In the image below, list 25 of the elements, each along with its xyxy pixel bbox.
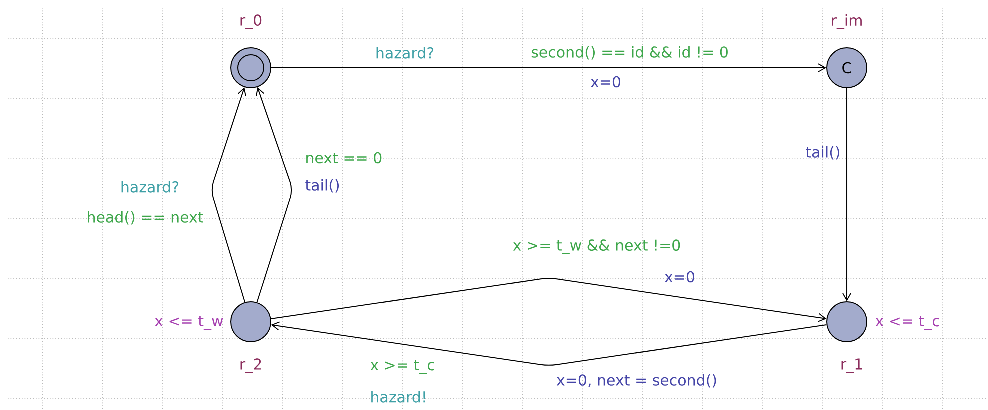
update-text: tail(): [306, 179, 340, 193]
sync-text: hazard?: [376, 47, 434, 59]
sync-text: hazard!: [372, 391, 426, 403]
update-text: x=0, next = second(): [556, 374, 716, 388]
edge-label: x >= t_c: [370, 360, 434, 374]
location-name: r_im: [832, 14, 862, 30]
arrow: [212, 87, 246, 303]
arrow: [842, 88, 852, 302]
location-name: r_0: [240, 14, 262, 30]
update-text: x=0: [590, 76, 620, 88]
invariant-label: x <= t_w: [155, 316, 224, 330]
invariant-label: x <= t_c: [876, 316, 940, 330]
arrow: [271, 64, 826, 72]
edge-label: next == 0: [306, 152, 382, 164]
sync-text: hazard?: [122, 181, 179, 193]
arrow: [256, 87, 292, 303]
edge-label: second() == id && id != 0: [532, 46, 728, 60]
edge-label: head() == next: [88, 211, 204, 225]
arrow: [271, 322, 828, 366]
edge-label: tail(): [806, 146, 840, 160]
arrow: [270, 278, 827, 322]
update-text: x=0: [664, 271, 694, 283]
location-name: r_2: [240, 358, 262, 374]
edge-label: x >= t_w && next !=0: [513, 240, 680, 254]
location-name: r_1: [842, 358, 862, 374]
